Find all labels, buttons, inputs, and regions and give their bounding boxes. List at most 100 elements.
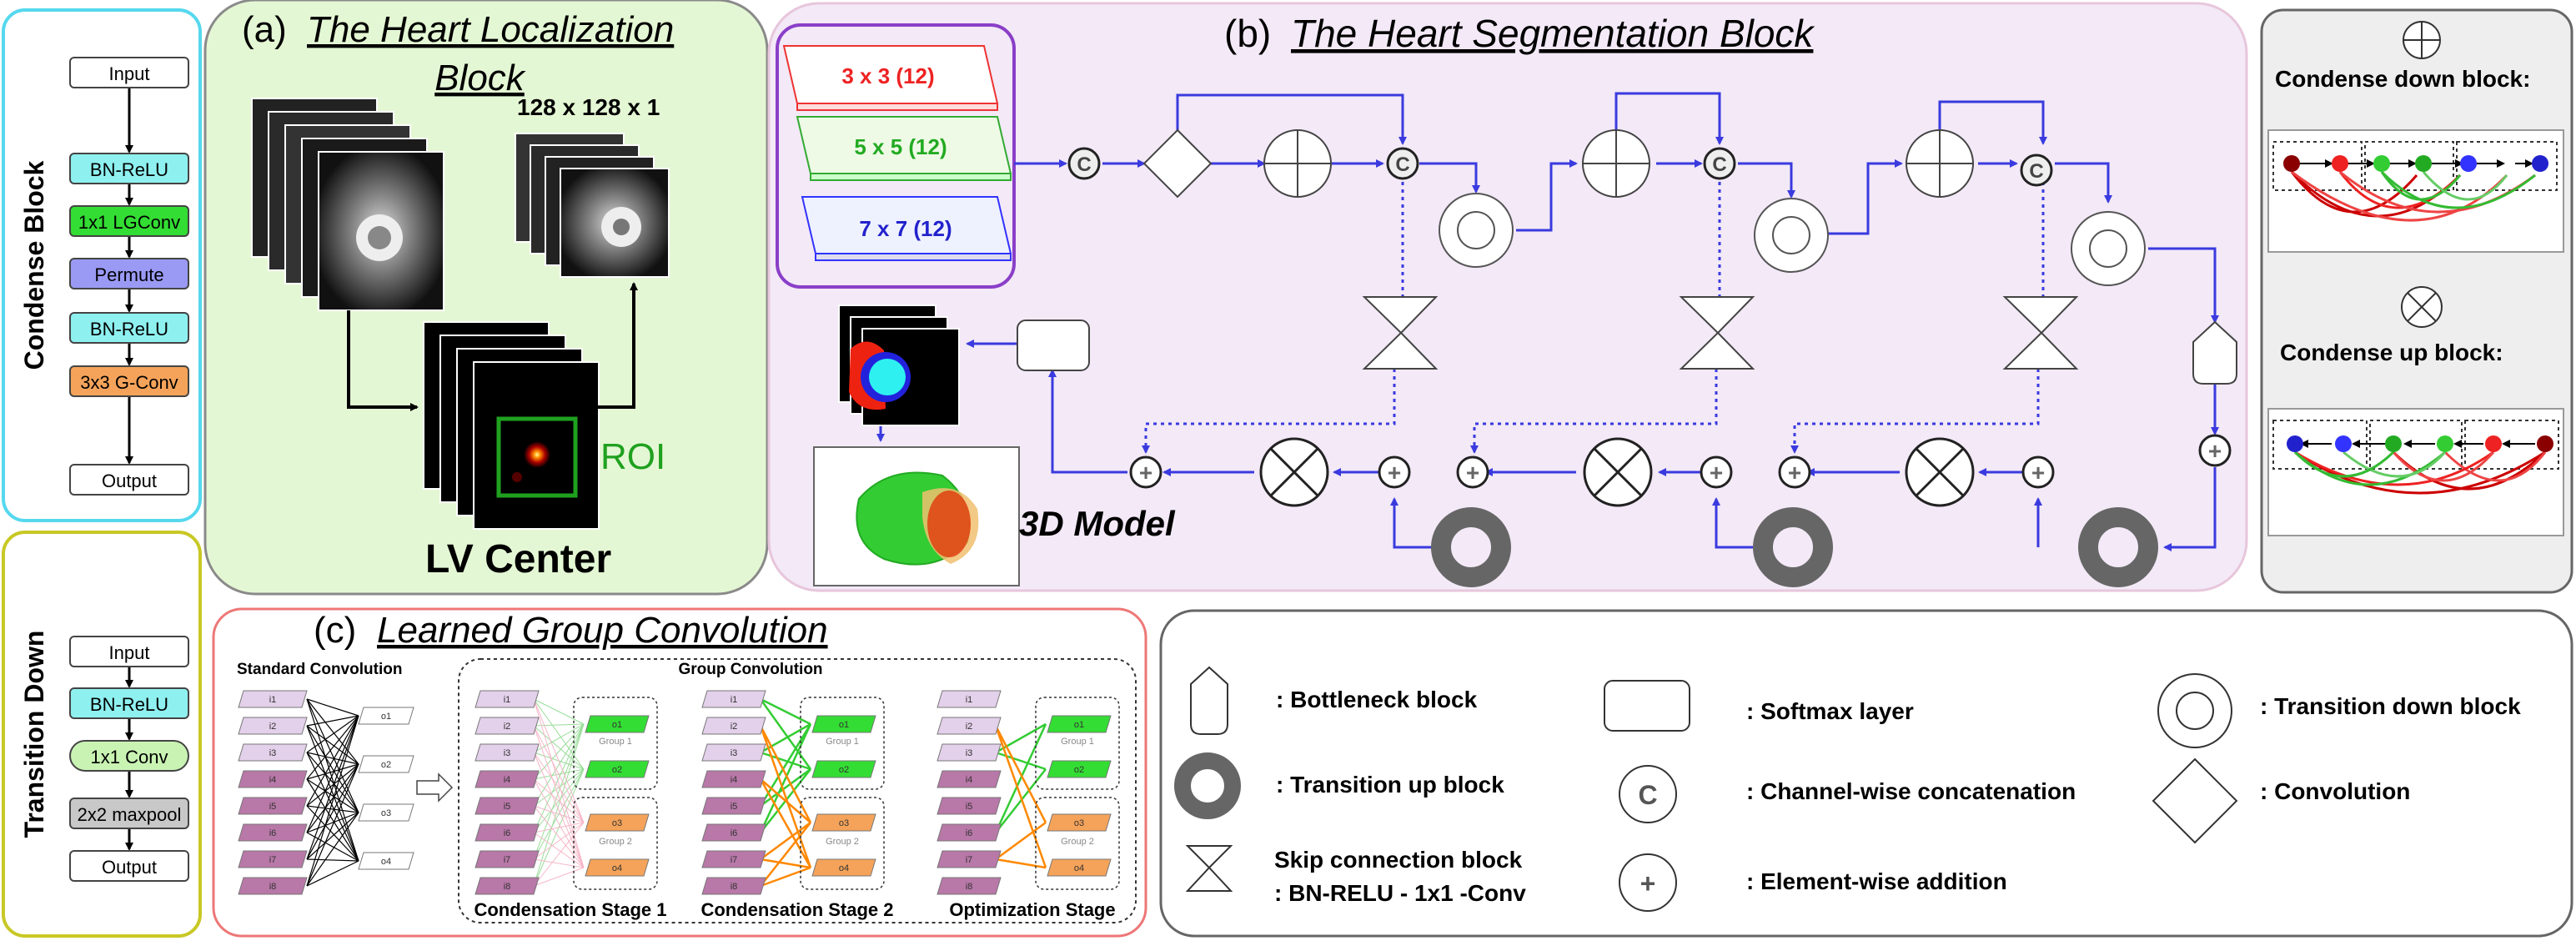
std-connection <box>306 832 359 862</box>
group1-connection <box>533 723 585 887</box>
std-input-node: i5 <box>238 797 308 815</box>
transition-down-node <box>2071 211 2146 286</box>
skip-connection-node <box>2002 296 2079 370</box>
group2-label: Group 2 <box>599 837 632 847</box>
add-symbol: + <box>1710 460 1723 486</box>
std-output-node-label: o4 <box>381 857 391 867</box>
group-input-node-label: i6 <box>966 828 973 838</box>
bottleneck-legend-icon <box>1190 666 1228 735</box>
group2-connection <box>760 778 811 823</box>
concat-symbol: C <box>1077 153 1091 176</box>
condense-up-node <box>1905 437 1975 507</box>
group-input-node: i4 <box>936 770 1002 788</box>
group-output-node-label: o3 <box>612 818 622 828</box>
group1-connection <box>533 698 585 770</box>
std-input-node-label: i6 <box>269 828 277 838</box>
mri-input-stack <box>251 98 444 311</box>
kernel-5x5-label: 5 x 5 (12) <box>854 134 947 159</box>
std-connection <box>306 715 359 887</box>
convolution-legend-icon <box>2152 757 2238 844</box>
heart-localization-panel: (a) The Heart Localization Block 128 x 1… <box>203 0 769 596</box>
condense-up-graph <box>2267 408 2564 536</box>
transition-up-node <box>1753 507 1833 587</box>
group-input-node: i6 <box>475 823 540 842</box>
group1-connection <box>760 751 811 771</box>
legend-panel: : Bottleneck block : Transition up block… <box>1159 609 2573 938</box>
std-connection <box>306 763 359 807</box>
addition-node: + <box>1456 455 1489 489</box>
concat-node: C <box>1067 147 1101 180</box>
std-connection <box>306 752 359 765</box>
kernel-5x5: 5 x 5 (12) <box>796 116 1012 181</box>
group-input-node-label: i1 <box>966 695 973 705</box>
group-input-node-label: i3 <box>504 748 511 758</box>
group-output-node-label: o1 <box>839 720 849 730</box>
condense-detail-panel: Condense down block: <box>2260 8 2573 594</box>
group1-frame <box>573 697 658 790</box>
concat-legend-icon <box>1619 765 1677 823</box>
addition-node: + <box>1700 455 1733 489</box>
group-output-node-label: o3 <box>1074 818 1084 828</box>
kernel-3x3-label: 3 x 3 (12) <box>841 63 934 88</box>
addition-legend-symbol: + <box>1640 868 1656 898</box>
panel-a-title: The Heart Localization <box>307 9 674 50</box>
group2-connection <box>759 778 812 868</box>
condense-block-panel: Condense Block Input BN-ReLU 1x1 LGConv … <box>2 8 202 522</box>
concat-symbol: C <box>1395 153 1409 176</box>
std-connection <box>306 715 359 780</box>
td-step-label: 1x1 Conv <box>91 747 168 767</box>
group1-connection <box>533 723 585 807</box>
group-output-node-label: o4 <box>839 863 849 873</box>
add-symbol: + <box>2031 460 2045 486</box>
td-maxpool-box <box>69 798 189 829</box>
condense-down-label: Condense down block: <box>2275 66 2530 92</box>
stage-label-1: Condensation Stage 1 <box>474 899 666 920</box>
group1-frame <box>800 697 885 790</box>
group-input-node: i3 <box>475 743 540 762</box>
std-output-node: o1 <box>358 707 414 725</box>
group-input-node: i3 <box>936 743 1002 762</box>
condense-lgconv-box <box>69 205 189 237</box>
size-label: 128 x 128 x 1 <box>517 94 660 120</box>
group-output-node: o3 <box>1047 813 1112 832</box>
kernel-7x7: 7 x 7 (12) <box>801 196 1012 261</box>
condense-up-icon <box>2401 286 2443 328</box>
std-connection <box>306 715 359 727</box>
group2-connection <box>759 725 812 868</box>
td-step-label: BN-ReLU <box>90 694 168 715</box>
group1-connection <box>760 767 811 808</box>
std-connection <box>306 725 359 765</box>
addition-node: + <box>1129 455 1162 489</box>
group1-connection <box>533 725 585 770</box>
group-output-node: o4 <box>1047 858 1112 877</box>
panel-a-title-line2: Block <box>434 58 526 98</box>
group-output-node: o1 <box>585 715 650 733</box>
std-input-node: i3 <box>238 743 308 762</box>
group2-connection <box>995 821 1047 861</box>
group-output-node: o1 <box>811 715 876 733</box>
std-input-node-label: i7 <box>269 855 277 865</box>
std-connection <box>306 698 359 717</box>
group-input-node-label: i7 <box>731 855 738 865</box>
group-conv-frame <box>458 658 1137 923</box>
condense-down-node <box>1582 129 1650 198</box>
std-connection <box>306 752 359 862</box>
std-input-node-label: i5 <box>269 802 277 812</box>
segmentation-output-stack <box>838 304 960 426</box>
std-output-node-label: o1 <box>381 712 391 722</box>
group2-connection <box>995 858 1047 869</box>
add-symbol: + <box>1466 460 1479 486</box>
std-connection <box>306 698 359 813</box>
std-output-node: o4 <box>358 852 414 870</box>
std-connection <box>306 763 359 887</box>
group-input-node: i1 <box>936 690 1002 708</box>
group2-connection <box>533 805 585 868</box>
group1-connection <box>533 723 585 780</box>
condense-step-label: BN-ReLU <box>90 159 168 180</box>
group-input-node-label: i7 <box>504 855 511 865</box>
addition-node: + <box>1778 455 1811 489</box>
td-bnrelu-box <box>69 687 189 719</box>
